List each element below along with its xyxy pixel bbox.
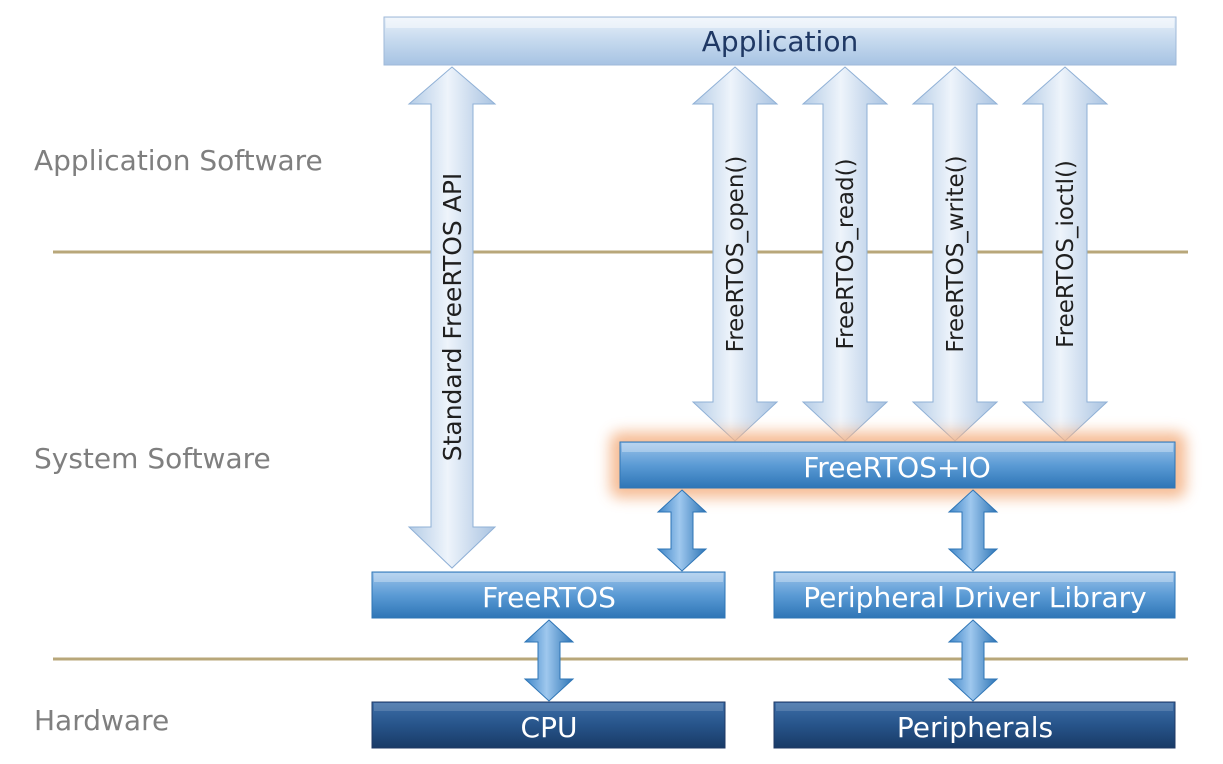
freertos-io-box: FreeRTOS+IO	[610, 432, 1186, 498]
freertos-box-label: FreeRTOS	[482, 581, 616, 614]
freertos-open-arrow-label: FreeRTOS_open()	[723, 156, 749, 353]
io-to-freertos-arrow	[656, 489, 708, 572]
freertos-write-arrow-label: FreeRTOS_write()	[943, 155, 969, 352]
peripheral-driver-library-box: Peripheral Driver Library	[773, 571, 1176, 619]
freertos-io-box-label: FreeRTOS+IO	[803, 451, 991, 484]
layer-label-system-software: System Software	[34, 442, 271, 475]
peripherals-box-label: Peripherals	[897, 711, 1053, 744]
freertos-box: FreeRTOS	[371, 571, 726, 619]
layer-label-application-software: Application Software	[34, 144, 323, 177]
freertos-read-arrow-label: FreeRTOS_read()	[833, 158, 859, 349]
peripheral-driver-library-box-label: Peripheral Driver Library	[803, 581, 1146, 614]
freertos-ioctl-arrow-label: FreeRTOS_ioctl()	[1053, 160, 1079, 348]
freertos-open-arrow: FreeRTOS_open()	[691, 66, 779, 442]
standard-api-arrow: Standard FreeRTOS API	[407, 66, 497, 569]
standard-api-arrow-label: Standard FreeRTOS API	[438, 173, 467, 462]
driver-library-to-peripherals-arrow	[947, 619, 999, 702]
cpu-box-label: CPU	[521, 711, 578, 744]
freertos-ioctl-arrow: FreeRTOS_ioctl()	[1021, 66, 1109, 442]
application-box-label: Application	[702, 25, 858, 58]
application-box: Application	[383, 16, 1177, 66]
cpu-box: CPU	[371, 701, 726, 749]
io-to-driver-library-arrow	[947, 489, 999, 572]
freertos-read-arrow: FreeRTOS_read()	[801, 66, 889, 442]
peripherals-box: Peripherals	[773, 701, 1176, 749]
freertos-to-cpu-arrow	[523, 619, 575, 702]
layer-label-hardware: Hardware	[34, 704, 169, 737]
freertos-write-arrow: FreeRTOS_write()	[911, 66, 999, 442]
